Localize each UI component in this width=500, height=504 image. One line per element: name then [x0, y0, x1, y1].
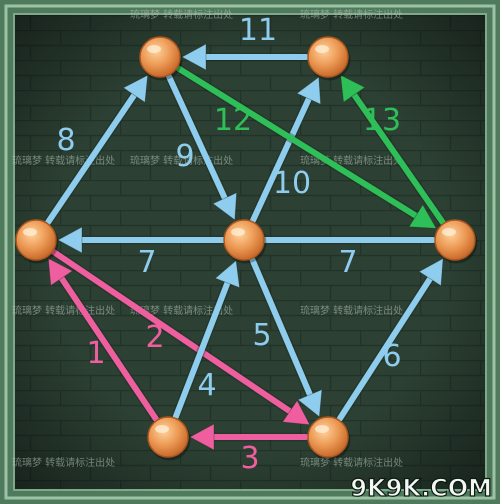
step-number-label: 3: [240, 441, 259, 476]
stroke-1-arrow: [47, 257, 161, 424]
step-number-label: 2: [145, 320, 164, 355]
stroke-line: [57, 273, 159, 422]
arrowhead: [181, 43, 207, 71]
stroke-5-arrow: [248, 255, 323, 418]
node-layer: [15, 36, 478, 461]
step-number-label: 7: [338, 245, 357, 280]
watermark-text: 琉璃梦 转载请标注出处: [12, 304, 115, 317]
stroke-2-arrow: [49, 247, 311, 426]
stroke-6-arrow: [335, 257, 444, 424]
node-highlight: [147, 45, 161, 53]
step-number-label: 12: [214, 103, 252, 138]
watermark-text: 琉璃梦 转载请标注出处: [12, 456, 115, 469]
stroke-line: [336, 273, 435, 422]
step-number-label: 10: [273, 166, 311, 201]
stroke-12-arrow: [174, 64, 438, 229]
stroke-9-arrow: [164, 72, 238, 221]
node-dot: [147, 416, 189, 458]
step-number-label: 8: [56, 123, 75, 158]
stroke-13-arrow: [340, 74, 447, 227]
arrowhead: [47, 257, 74, 287]
stroke-layer: [43, 43, 447, 451]
node-dot: [434, 219, 476, 261]
arrowhead: [212, 192, 238, 221]
stroke-line: [51, 249, 295, 416]
watermark-text: 琉璃梦 转载请标注出处: [300, 304, 403, 317]
stroke-3-arrow: [189, 423, 311, 451]
stroke-line: [175, 65, 421, 220]
arrowhead: [214, 259, 241, 289]
node-dot: [307, 416, 349, 458]
node-left: [15, 219, 59, 264]
node-dot: [15, 219, 57, 261]
node-highlight: [315, 425, 329, 433]
stroke-line: [172, 278, 232, 420]
node-dot: [223, 219, 265, 261]
step-number-label: 13: [363, 103, 401, 138]
arrowhead: [57, 226, 83, 254]
watermark-text: 琉璃梦 转载请标注出处: [300, 456, 403, 469]
arrowhead: [189, 423, 215, 451]
stroke-line: [45, 90, 139, 225]
node-highlight: [155, 425, 169, 433]
step-number-label: 6: [382, 339, 401, 374]
frame-border: [4, 4, 496, 500]
arrowhead: [408, 203, 438, 229]
node-highlight: [315, 45, 329, 53]
node-dot: [307, 36, 349, 78]
step-number-label: 11: [239, 13, 277, 48]
node-dot: [139, 36, 181, 78]
watermark-text: 琉璃梦 转载请标注出处: [130, 8, 233, 21]
node-center: [223, 219, 267, 264]
watermark-text: 琉璃梦 转载请标注出处: [300, 8, 403, 21]
stroke-4-arrow: [171, 259, 241, 421]
stroke-line: [350, 90, 446, 225]
node-highlight: [23, 228, 37, 236]
arrowhead: [296, 76, 322, 105]
step-number-label: 9: [175, 139, 194, 174]
stroke-11-arrow: [181, 43, 311, 71]
arrowhead: [340, 74, 366, 103]
node-highlight: [442, 228, 456, 236]
node-bottom-right: [307, 416, 351, 461]
step-number-label: 5: [252, 318, 271, 353]
node-top-right: [307, 36, 351, 81]
step-number-label: 7: [137, 245, 156, 280]
arrowhead: [281, 399, 311, 426]
node-highlight: [231, 228, 245, 236]
arrowhead: [122, 74, 149, 104]
arrowhead: [297, 388, 323, 418]
node-top-left: [139, 36, 183, 81]
arrowhead: [418, 257, 444, 287]
node-right: [434, 219, 478, 264]
inner-border: [13, 13, 487, 491]
node-bottom-left: [147, 416, 191, 461]
step-number-label: 1: [86, 336, 105, 371]
watermark-text: 琉璃梦 转载请标注出处: [130, 304, 233, 317]
brand-logo-text: 9K9K.COM: [350, 474, 492, 502]
stroke-line: [250, 93, 313, 224]
step-number-label: 4: [197, 368, 216, 403]
stroke-10-arrow: [248, 76, 322, 225]
stroke-line: [166, 73, 229, 204]
stroke-line: [249, 257, 314, 400]
stroke-8-arrow: [43, 74, 149, 227]
